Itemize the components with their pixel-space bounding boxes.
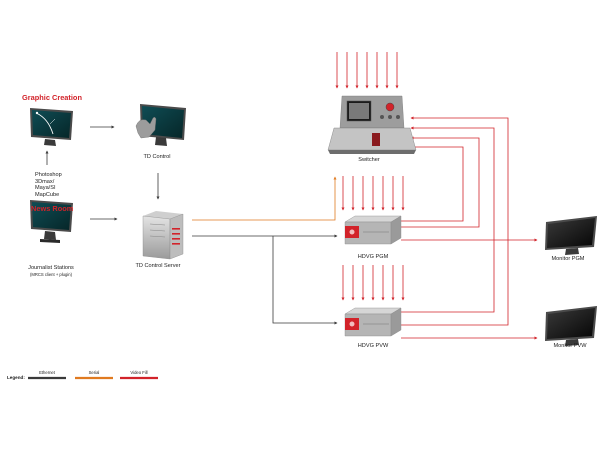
hand-touch-icon — [135, 117, 157, 139]
hdvg-pgm-unit — [344, 215, 402, 245]
switcher-label: Switcher — [358, 157, 380, 163]
journalist-stations-label: Journalist Stations — [28, 265, 74, 271]
journalist-monitor — [30, 200, 73, 243]
td-control-monitor — [135, 104, 186, 146]
heading-news-room: News Room — [31, 204, 74, 213]
hdvg-pvw-label: HDVG PVW — [357, 343, 389, 349]
td-control-label: TD Control — [143, 154, 171, 160]
legend-label-video-fill: Video Fill — [130, 370, 148, 375]
td-control-server-label: TD Control Server — [135, 263, 181, 269]
hdvg-pvw-unit — [344, 307, 402, 337]
tool-maya: Maya/SI — [35, 185, 56, 192]
ethernet-server-to-hdvg-pvw — [272, 236, 338, 325]
tool-mapcube: MapCube — [35, 191, 60, 198]
monitor-pvw-label: Monitor PVW — [553, 343, 587, 349]
workflow-arrows — [45, 125, 160, 221]
legend-title: Legend: — [7, 375, 25, 380]
legend-label-serial: Serial — [88, 370, 100, 375]
photoshop-tools-label: Photoshop 3Dmax/ Maya/SI MapCube — [35, 172, 62, 198]
tool-3dmax: 3Dmax/ — [35, 178, 55, 185]
journalist-note-label: (MRCS client + plugin) — [29, 272, 73, 277]
monitor-pvw-display — [545, 306, 597, 346]
hdvg-pgm-label: HDVG PGM — [357, 254, 389, 260]
legend-label-ethernet: Ethernet — [39, 370, 55, 375]
switcher-console — [327, 95, 417, 154]
ethernet-lines — [192, 234, 338, 325]
serial-server-to-switcher — [192, 176, 337, 221]
heading-graphic-creation: Graphic Creation — [22, 93, 82, 102]
video-fill-lines — [335, 52, 538, 340]
tool-photoshop: Photoshop — [35, 172, 62, 178]
graphic-creation-monitor — [30, 108, 73, 146]
monitor-pgm-display — [545, 216, 597, 255]
td-control-server — [142, 211, 184, 260]
monitor-pgm-label: Monitor PGM — [551, 256, 585, 262]
